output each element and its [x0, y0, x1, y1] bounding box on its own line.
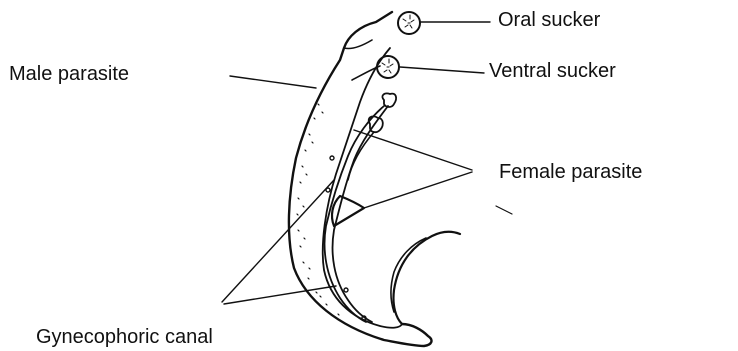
male-head-fold [344, 40, 380, 80]
male-body-outline [289, 12, 432, 346]
oral-sucker-texture [403, 15, 414, 28]
leader-female-parasite-1 [354, 130, 472, 170]
oral-sucker-label: Oral sucker [498, 10, 600, 30]
leader-female-parasite-2 [364, 172, 472, 208]
female-tail [393, 232, 460, 324]
female-head-upper [382, 93, 396, 107]
female-tail-inner [391, 238, 426, 312]
gynecophoric-canal-label: Gynecophoric canal [36, 327, 213, 347]
ventral-sucker-label: Ventral sucker [489, 61, 616, 81]
leader-gyne-1 [222, 180, 334, 302]
leader-male-parasite [230, 76, 316, 88]
stray-mark [496, 206, 512, 214]
ventral-sucker-texture [382, 59, 393, 73]
female-neck-lower [348, 132, 374, 180]
male-parasite-label: Male parasite [9, 64, 129, 84]
leader-ventral-sucker [400, 67, 484, 73]
leader-lines [222, 22, 490, 304]
female-parasite-label: Female parasite [499, 162, 642, 182]
leader-gyne-2 [224, 286, 336, 304]
